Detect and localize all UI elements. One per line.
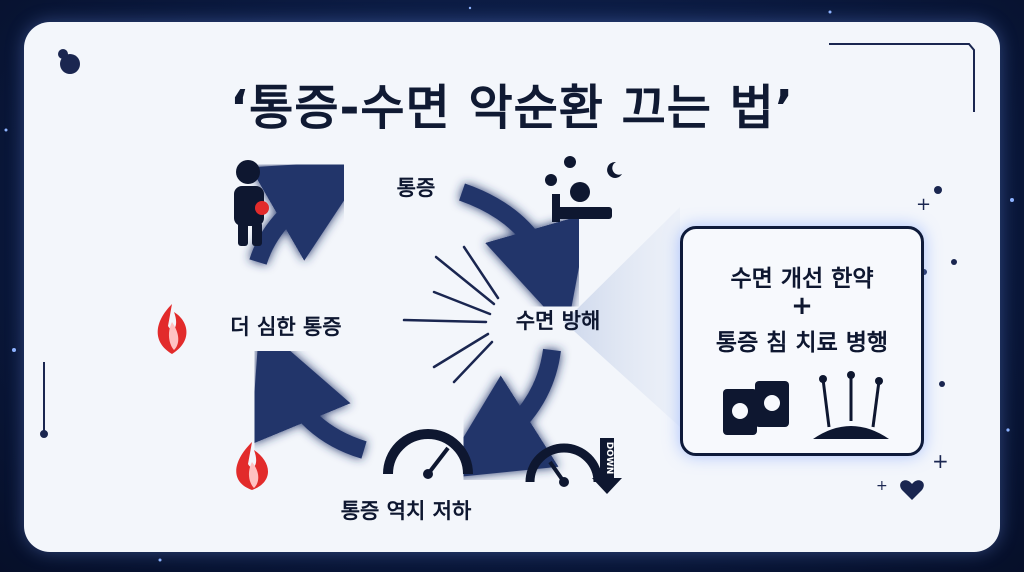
down-arrow-icon: DOWN [592,438,622,494]
callout-line-herbal: 수면 개선 한약 [730,266,874,292]
callout-connector [564,207,680,427]
treatment-callout: 수면 개선 한약 + 통증 침 치료 병행 [680,226,924,456]
infographic-card: ‘통증-수면 악순환 끄는 법’ [24,22,1000,552]
down-badge-label: DOWN [604,442,614,475]
sparkle-decoration: + + + [876,186,957,494]
arrow-threshold-to-worse [250,324,367,459]
side-line-decoration [40,362,48,438]
node-label-lower-threshold: 통증 역치 저하 [341,499,472,523]
arrow-sleep-to-threshold [438,348,561,479]
svg-text:+: + [876,478,888,494]
cycle-diagram: 통증 수면 방해 통증 역치 저하 더 심한 통증 [40,43,975,523]
arrow-pain-to-sleep [458,183,590,332]
gauge-icon [525,443,603,487]
pain-person-icon [234,160,269,246]
corner-line-decoration [829,43,975,112]
acupuncture-needle-icon [813,371,889,439]
herbal-pack-icon [723,381,789,435]
callout-line-acupuncture: 통증 침 치료 병행 [715,330,889,356]
sleepless-bed-icon [545,156,622,222]
node-label-worse-pain: 더 심한 통증 [230,315,341,339]
node-label-sleep-disturbance: 수면 방해 [516,309,601,333]
node-label-pain: 통증 [397,176,436,200]
gauge-icon [383,429,473,479]
arrow-worse-to-pain [249,160,371,265]
flame-icon [157,304,187,354]
svg-text:+: + [916,194,931,215]
page-title: ‘통증-수면 악순환 끄는 법’ [229,80,795,136]
flame-icon [236,442,268,490]
svg-text:+: + [932,449,949,473]
burst-lines-icon [402,245,500,384]
callout-plus: + [791,291,813,321]
heart-icon [900,480,924,500]
logo-icon [58,49,80,74]
